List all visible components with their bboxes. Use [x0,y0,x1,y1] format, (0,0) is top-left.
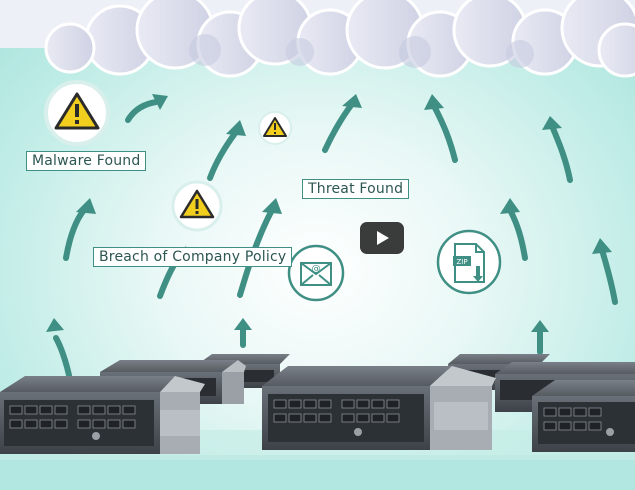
warning-icon [44,80,110,146]
malware-found-label: Malware Found [26,151,147,171]
threat-found-label: Threat Found [302,179,410,199]
play-icon [377,231,389,245]
warning-icon [258,111,292,145]
play-button[interactable] [360,222,404,254]
svg-text:@: @ [312,264,321,274]
breach-of-policy-label: Breach of Company Policy [93,247,293,267]
warning-icon [171,180,223,232]
svg-text:ZIP: ZIP [456,258,467,266]
